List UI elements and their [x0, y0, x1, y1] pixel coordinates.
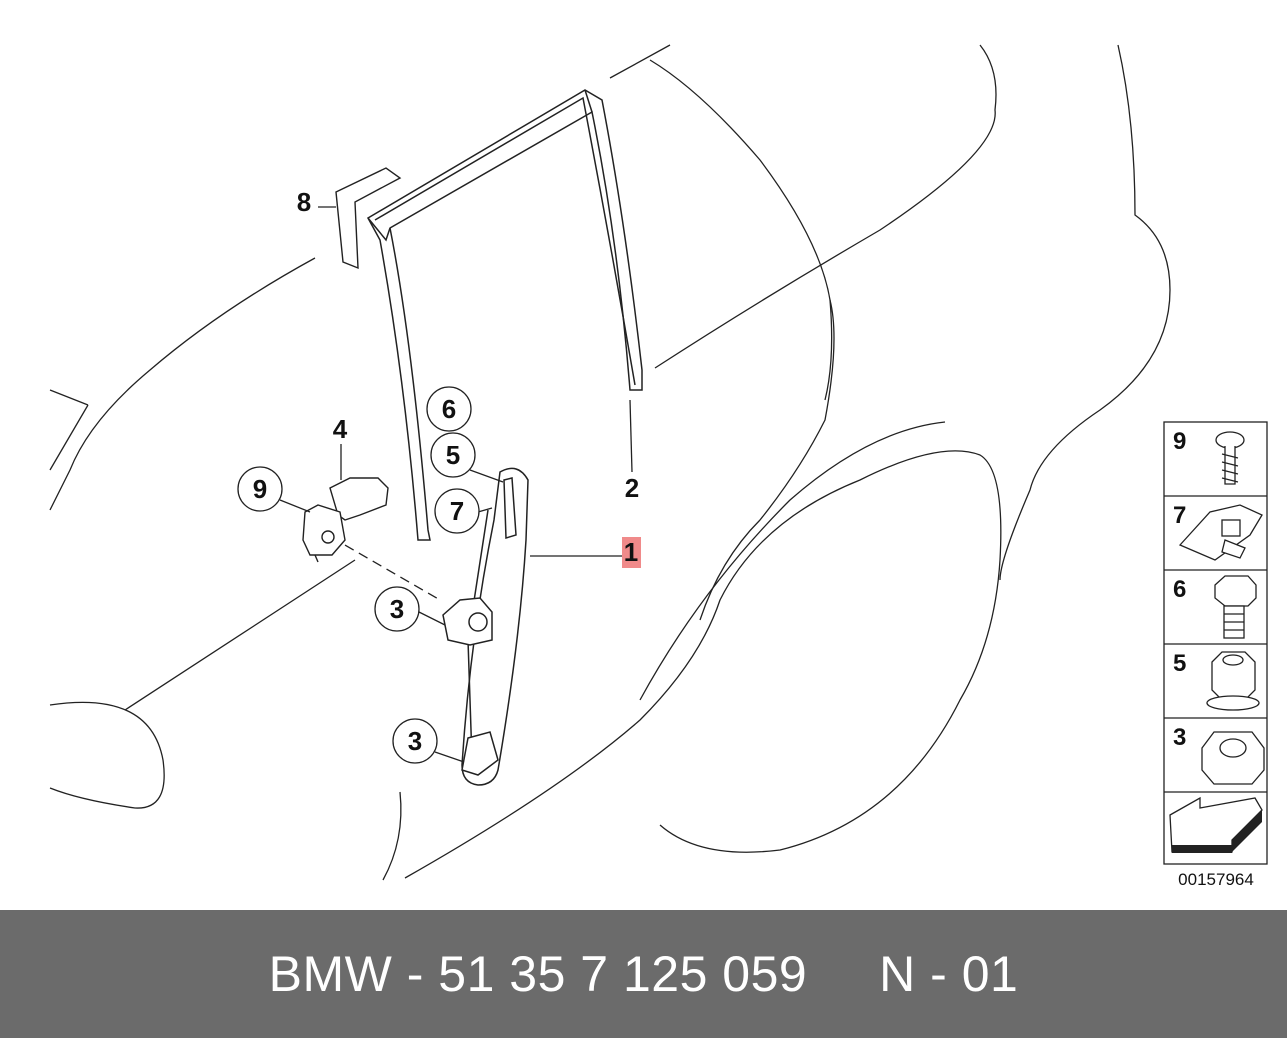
legend-number-5: 5 [1173, 650, 1186, 677]
callout-7: 7 [450, 496, 464, 526]
callout-1: 1 [624, 537, 638, 567]
parts-diagram: 8 6 5 7 4 9 3 3 2 1 9 7 6 5 3 [49, 44, 1268, 889]
diagram-id: 00157964 [1178, 870, 1254, 889]
callout-3-upper: 3 [390, 594, 404, 624]
legend-number-3: 3 [1173, 724, 1186, 751]
callout-8: 8 [297, 187, 311, 217]
hex-nut-icon [1201, 731, 1265, 785]
leader-lines [279, 206, 633, 763]
screw-icon [1215, 431, 1245, 485]
callout-2: 2 [625, 473, 639, 503]
clip-nut-icon [1178, 504, 1263, 561]
window-regulator-part [442, 467, 529, 786]
arrow-icon [1169, 796, 1263, 853]
footer-bar: BMW - 51 35 7 125 059 N - 01 [0, 910, 1287, 1038]
car-body-outline [49, 44, 1171, 881]
callout-4: 4 [333, 414, 348, 444]
diagram-canvas: 8 6 5 7 4 9 3 3 2 1 9 7 6 5 3 [49, 44, 1268, 889]
window-channel-part [366, 89, 643, 541]
motor-part [302, 477, 389, 563]
legend-number-7: 7 [1173, 502, 1186, 529]
legend-number-9: 9 [1173, 428, 1186, 455]
window-seal-part [335, 167, 402, 270]
callout-6: 6 [442, 394, 456, 424]
legend-number-6: 6 [1173, 576, 1186, 603]
fastener-legend: 9 7 6 5 3 [1163, 421, 1268, 889]
hex-bolt-icon [1214, 575, 1257, 639]
flange-nut-icon [1206, 651, 1260, 711]
highlight-box [622, 537, 641, 568]
callout-3-lower: 3 [408, 726, 422, 756]
part-number-text: BMW - 51 35 7 125 059 N - 01 [268, 946, 1019, 1002]
callout-9: 9 [253, 474, 267, 504]
callout-circles [237, 386, 480, 764]
callout-5: 5 [446, 440, 460, 470]
